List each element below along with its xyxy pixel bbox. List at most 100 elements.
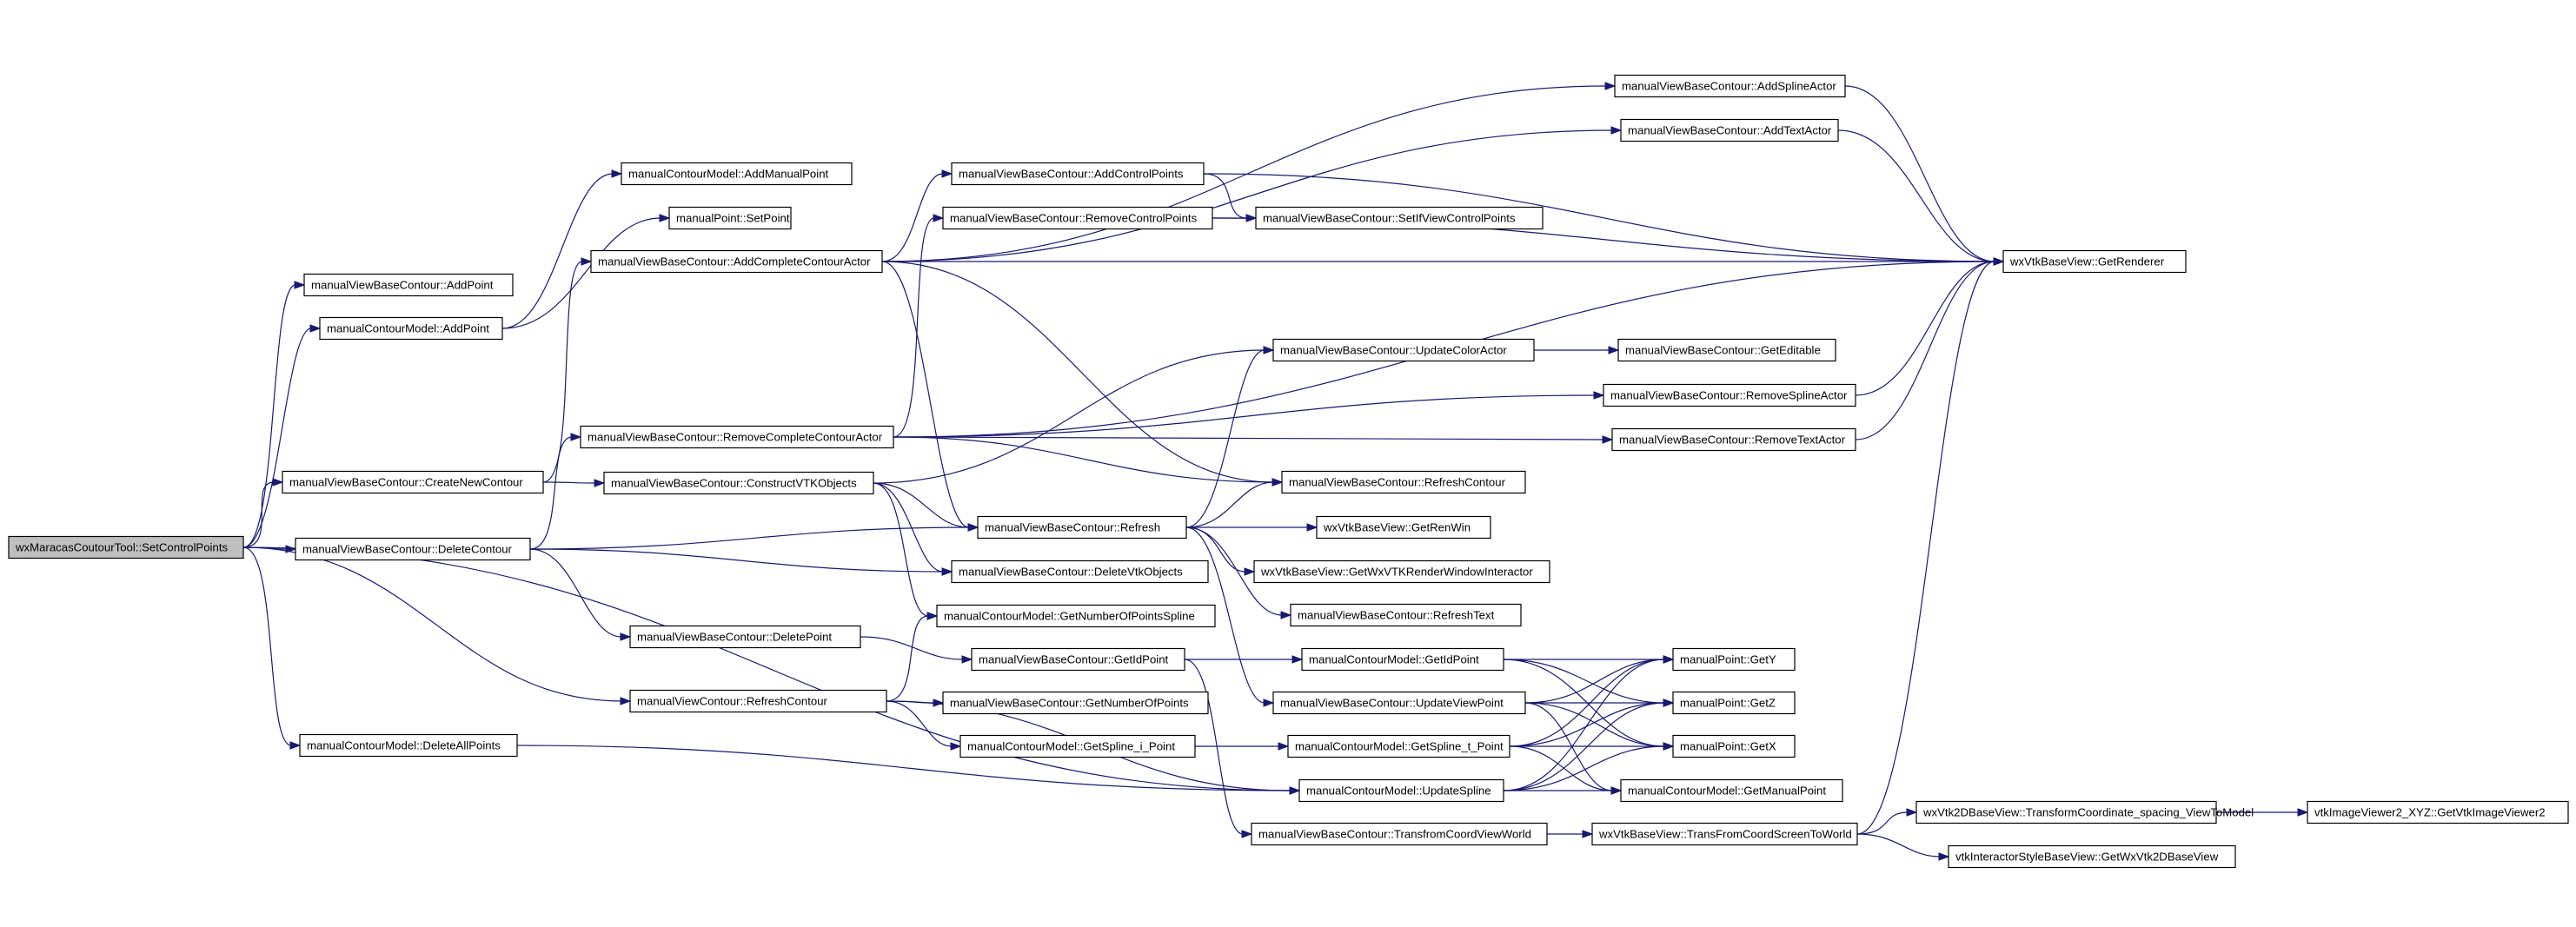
node-vbc-addtext[interactable]: manualViewBaseContour::AddTextActor (1620, 118, 1839, 142)
call-edge-cm_splinetpoint-to-cm_getmanual (1509, 745, 1613, 791)
call-edge-vbc_deletecontour-to-vbc_deletevtk (529, 548, 944, 573)
call-edge-vbc_addcomplete-to-vbc_addcontrol (881, 173, 944, 262)
node-label: wxVtkBaseView::GetRenderer (2009, 255, 2165, 268)
call-edge-bv_transscreen-to-v2d_transform (1856, 811, 1909, 835)
node-box (1251, 822, 1548, 846)
node-vbc-getrenwin[interactable]: wxVtkBaseView::GetRenWin (1316, 515, 1491, 540)
node-box (2002, 249, 2187, 274)
call-edge-cm_updatespline-to-mp_getz (1503, 702, 1665, 791)
node-label: manualContourModel::GetManualPoint (1628, 785, 1826, 798)
node-label: wxVtkBaseView::TransFromCoordScreenToWor… (1598, 828, 1852, 841)
call-edge-vbc_deletepoint-to-vbc_getidpoint (860, 636, 964, 660)
arrowhead-icon (1663, 742, 1675, 751)
node-vbc-getidpoint[interactable]: manualViewBaseContour::GetIdPoint (971, 647, 1185, 672)
node-vbc-deletevtk[interactable]: manualViewBaseContour::DeleteVtkObjects (951, 560, 1209, 584)
node-box (1611, 427, 1856, 452)
call-edge-vbc_addcontrol-to-bv_getrenderer (1203, 173, 1995, 262)
node-mp-gety[interactable]: manualPoint::GetY (1672, 647, 1796, 672)
node-label: vtkImageViewer2_XYZ::GetVtkImageViewer2 (2314, 806, 2546, 819)
node-iv-getviewer[interactable]: vtkImageViewer2_XYZ::GetVtkImageViewer2 (2307, 800, 2569, 824)
node-cm-numspline[interactable]: manualContourModel::GetNumberOfPointsSpl… (936, 604, 1216, 628)
node-cm-splineipoint[interactable]: manualContourModel::GetSpline_i_Point (959, 734, 1196, 758)
node-box (959, 734, 1196, 758)
node-vbc-removecontrol[interactable]: manualViewBaseContour::RemoveControlPoin… (942, 206, 1213, 230)
node-label: manualViewBaseContour::GetIdPoint (979, 653, 1169, 666)
node-box (951, 560, 1209, 584)
arrowhead-icon (594, 479, 606, 487)
node-box (1255, 206, 1544, 230)
node-vbc-geteditable[interactable]: manualViewBaseContour::GetEditable (1617, 338, 1836, 362)
node-vbc-removespline[interactable]: manualViewBaseContour::RemoveSplineActor (1603, 383, 1856, 407)
node-bv-transscreen[interactable]: wxVtkBaseView::TransFromCoordScreenToWor… (1591, 822, 1858, 846)
arrowhead-icon (620, 697, 632, 705)
node-box (282, 470, 544, 494)
node-vbc-createnew[interactable]: manualViewBaseContour::CreateNewContour (282, 470, 544, 494)
node-box (942, 206, 1213, 230)
arrowhead-icon (1263, 699, 1275, 707)
node-label: manualViewBaseContour::AddPoint (311, 279, 494, 292)
node-vc-refreshcontour[interactable]: manualViewContour::RefreshContour (629, 689, 887, 713)
node-box (1614, 74, 1846, 98)
node-vbc-numpoints[interactable]: manualViewBaseContour::GetNumberOfPoints (942, 691, 1209, 715)
node-label: manualViewBaseContour::GetNumberOfPoints (950, 697, 1189, 710)
call-edge-vbc_createnew-to-vbc_constructvtk (542, 481, 596, 484)
call-edge-cm_splinetpoint-to-mp_getz (1509, 702, 1665, 747)
call-edge-vbc_refresh-to-vbc_refreshtext (1185, 526, 1283, 616)
node-isb-getwx2d[interactable]: vtkInteractorStyleBaseView::GetWxVtk2DBa… (1948, 844, 2236, 869)
arrowhead-icon (1938, 852, 1950, 861)
arrowhead-icon (926, 612, 939, 620)
arrowhead-icon (941, 567, 953, 576)
node-vbc-deletecontour[interactable]: manualViewBaseContour::DeleteContour (295, 537, 531, 561)
node-v2d-transform[interactable]: wxVtk2DBaseView::TransformCoordinate_spa… (1915, 800, 2254, 824)
node-vbc-refreshtext[interactable]: manualViewBaseContour::RefreshText (1290, 603, 1522, 627)
node-bv-getrenderer[interactable]: wxVtkBaseView::GetRenderer (2002, 249, 2187, 274)
arrowhead-icon (1280, 611, 1292, 619)
node-vbc-updatecolor[interactable]: manualViewBaseContour::UpdateColorActor (1272, 338, 1535, 362)
node-bv-interactor[interactable]: wxVtkBaseView::GetWxVTKRenderWindowInter… (1253, 560, 1550, 584)
node-vbc-removetext[interactable]: manualViewBaseContour::RemoveTextActor (1611, 427, 1856, 452)
node-cm-getidpoint[interactable]: manualContourModel::GetIdPoint (1301, 647, 1504, 672)
node-vbc-addcomplete[interactable]: manualViewBaseContour::AddCompleteContou… (590, 249, 883, 274)
node-vbc-refreshcontour[interactable]: manualViewBaseContour::RefreshContour (1281, 470, 1526, 494)
node-vbc-setifview[interactable]: manualViewBaseContour::SetIfViewControlP… (1255, 206, 1544, 230)
node-box (319, 316, 503, 341)
node-vbc-constructvtk[interactable]: manualViewBaseContour::ConstructVTKObjec… (603, 471, 874, 495)
node-box (1672, 691, 1796, 715)
node-cm-addmanual[interactable]: manualContourModel::AddManualPoint (621, 162, 853, 186)
call-edge-vbc_addcomplete-to-vbc_addtext (881, 129, 1613, 262)
node-box (629, 689, 887, 713)
arrowhead-icon (1289, 786, 1301, 795)
call-edge-bv_transscreen-to-isb_getwx2d (1856, 833, 1941, 857)
node-box (1617, 338, 1836, 362)
arrowhead-icon (1608, 346, 1620, 354)
node-cm-getmanual[interactable]: manualContourModel::GetManualPoint (1620, 778, 1843, 803)
node-mp-setpoint[interactable]: manualPoint::SetPoint (668, 206, 792, 230)
node-root[interactable]: wxMaracasCoutourTool::SetControlPoints (8, 535, 244, 560)
node-label: manualContourModel::DeleteAllPoints (307, 739, 501, 752)
arrowhead-icon (1993, 257, 2005, 266)
node-vbc-addpoint[interactable]: manualViewBaseContour::AddPoint (303, 273, 514, 297)
arrowhead-icon (1244, 567, 1256, 576)
node-cm-addpoint[interactable]: manualContourModel::AddPoint (319, 316, 503, 341)
node-box (1287, 734, 1510, 758)
node-vbc-refresh[interactable]: manualViewBaseContour::Refresh (977, 515, 1187, 540)
call-edge-cm_updatespline-to-mp_getx (1503, 745, 1665, 791)
node-vbc-transcoord[interactable]: manualViewBaseContour::TransfromCoordVie… (1251, 822, 1548, 846)
node-cm-splinetpoint[interactable]: manualContourModel::GetSpline_t_Point (1287, 734, 1510, 758)
call-edge-vbc_constructvtk-to-vbc_updatecolor (873, 349, 1265, 484)
node-label: manualViewBaseContour::SetIfViewControlP… (1263, 212, 1516, 225)
node-cm-deleteall[interactable]: manualContourModel::DeleteAllPoints (299, 733, 518, 758)
node-vbc-deletepoint[interactable]: manualViewBaseContour::DeletePoint (629, 625, 861, 649)
node-vbc-removecomplete[interactable]: manualViewBaseContour::RemoveCompleteCon… (580, 425, 894, 449)
node-cm-updatespline[interactable]: manualContourModel::UpdateSpline (1298, 778, 1504, 803)
node-vbc-addcontrol[interactable]: manualViewBaseContour::AddControlPoints (951, 162, 1205, 186)
node-box (629, 625, 861, 649)
node-mp-getx[interactable]: manualPoint::GetX (1672, 734, 1796, 758)
node-mp-getz[interactable]: manualPoint::GetZ (1672, 691, 1796, 715)
arrowhead-icon (1306, 523, 1318, 532)
node-label: manualViewBaseContour::DeletePoint (637, 631, 832, 644)
node-vbc-updateview[interactable]: manualViewBaseContour::UpdateViewPoint (1272, 691, 1526, 715)
call-edge-vbc_removespline-to-bv_getrenderer (1855, 261, 1995, 396)
node-vbc-addspline[interactable]: manualViewBaseContour::AddSplineActor (1614, 74, 1846, 98)
